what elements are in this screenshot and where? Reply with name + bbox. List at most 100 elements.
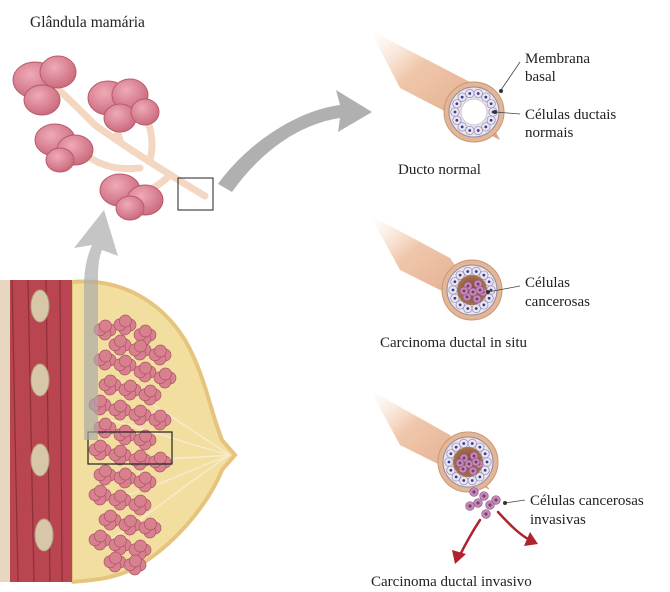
normal-duct-cell-nucleus [454,111,457,114]
breast-lobule [104,510,116,522]
invasive-cancer-cell-nucleus [482,494,485,497]
normal-cells-label-line2: normais [525,124,573,142]
breast-lobule [99,350,111,362]
ductal-cell-nucleus [471,442,474,445]
invasive-cells-label-line2: invasivas [530,511,586,529]
breast-lobule [119,355,131,367]
cancer-cell-nucleus [472,470,475,473]
breast-lobule [94,440,106,452]
invasive-cancer-cell-nucleus [472,490,475,493]
breast-lobule [134,495,146,507]
gland-title: Glândula mamária [30,14,145,32]
breast-lobule [119,315,131,327]
insitu-cells-label-line2: cancerosas [525,293,590,311]
cancer-cell-nucleus [472,291,475,294]
ductal-cell-nucleus [453,280,456,283]
normal-duct-cell-nucleus [461,125,464,128]
breast-lobule [119,425,131,437]
ductal-cell-nucleus [484,452,487,455]
ductal-cell-nucleus [449,469,452,472]
ductal-cell-nucleus [453,297,456,300]
breast-lobule [119,468,131,480]
invasive-cancer-cell-nucleus [488,503,491,506]
invasion-arrows [460,512,530,555]
invasive-caption: Carcinoma ductal invasivo [371,573,532,591]
breast-lobule [134,450,146,462]
cancer-cell-nucleus [463,290,466,293]
breast-lobule [144,385,156,397]
normal-duct-cell-nucleus [468,129,471,132]
ductal-cell-nucleus [488,297,491,300]
cancer-cell-nucleus [473,455,476,458]
normal-duct-caption: Ducto normal [398,161,481,179]
ductal-cell-nucleus [478,475,481,478]
breast-lobule [159,368,171,380]
normal-duct-cell-nucleus [484,96,487,99]
ductal-cell-nucleus [459,303,462,306]
invasive-cells-leader [505,500,525,503]
cancer-cell-nucleus [467,285,470,288]
cancer-cell-nucleus [459,462,462,465]
membrane-label-line2: basal [525,68,556,86]
mammary-gland-illustration [13,56,213,220]
invasive-cancer-cell-nucleus [494,498,497,501]
ductal-cell-nucleus [455,446,458,449]
breast-lobule [139,472,151,484]
ductal-cell-nucleus [466,307,469,310]
normal-duct-cell-nucleus [490,102,493,105]
ductal-cell-nucleus [478,446,481,449]
breast-lobule [154,345,166,357]
normal-duct-cell-nucleus [468,92,471,95]
breast-lobule [114,445,126,457]
cancer-cell-nucleus [462,468,465,471]
ductal-cell-nucleus [459,274,462,277]
ductal-cell-nucleus [455,475,458,478]
breast-lobule [144,518,156,530]
ductal-cell-nucleus [484,469,487,472]
breast-lobule [129,555,141,567]
breast-lobule [99,320,111,332]
ductal-cell-nucleus [475,307,478,310]
breast-lobule [139,362,151,374]
breast-lobule [94,485,106,497]
cancer-cell-nucleus [479,289,482,292]
normal-duct [360,30,504,142]
ductal-cell-nucleus [466,270,469,273]
normal-duct-cell-nucleus [455,102,458,105]
breast-lobule [94,530,106,542]
normal-duct-cell-nucleus [455,119,458,122]
breast-cross-section [0,280,235,582]
ductal-cell-nucleus [462,442,465,445]
breast-lobule [124,380,136,392]
ductal-cell-nucleus [462,479,465,482]
invasive-duct [370,390,538,564]
cancer-cell-nucleus [475,461,478,464]
ductal-cell-nucleus [452,289,455,292]
breast-lobule [134,540,146,552]
normal-duct-cell-nucleus [490,119,493,122]
ductal-cell-nucleus [475,270,478,273]
normal-duct-cell-nucleus [461,96,464,99]
invasive-cancer-cell-nucleus [476,501,479,504]
cancer-cell-nucleus [476,298,479,301]
cancer-cell-nucleus [463,457,466,460]
breast-lobule [109,552,121,564]
normal-duct-cell-nucleus [477,129,480,132]
ductal-cell-nucleus [449,452,452,455]
cancer-cell-nucleus [466,296,469,299]
cancer-cell-nucleus [477,283,480,286]
ductal-cell-nucleus [471,479,474,482]
insitu-caption: Carcinoma ductal in situ [380,334,527,352]
normal-cells-label-line1: Células ductais [525,106,616,124]
gland-lobules [13,56,163,220]
cancer-cell-nucleus [468,463,471,466]
breast-lobule [114,400,126,412]
invasive-cancer-cell-nucleus [484,512,487,515]
breast-lobule [114,490,126,502]
ductal-cell-nucleus [482,303,485,306]
ductal-cell-nucleus [486,461,489,464]
breast-lobule [114,335,126,347]
breast-lobule [99,418,111,430]
breast-lobule [114,535,126,547]
